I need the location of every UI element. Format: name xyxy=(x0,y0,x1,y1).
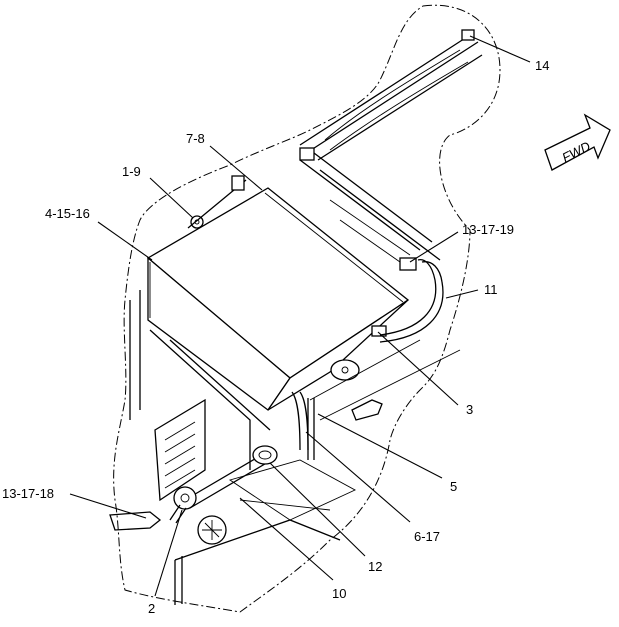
fitting-5 xyxy=(351,399,383,421)
valve-2-stem xyxy=(169,504,187,524)
right-rail xyxy=(299,149,441,261)
callout-12: 12 xyxy=(368,559,382,574)
leader-3 xyxy=(377,331,459,406)
leader-6-17 xyxy=(305,431,411,523)
forward-direction-arrow: FWD xyxy=(544,113,611,171)
leader-5 xyxy=(317,413,443,479)
coupling-12-inner xyxy=(258,450,272,460)
callout-13-17-19: 13-17-19 xyxy=(462,222,514,237)
hose-11-inner xyxy=(379,261,444,343)
valve-2-hub xyxy=(180,493,190,503)
callout-6-17: 6-17 xyxy=(414,529,440,544)
leader-7-8 xyxy=(209,145,263,191)
leader-4-15-16 xyxy=(97,221,153,261)
upper-rail xyxy=(299,34,483,161)
electronics-panel xyxy=(154,398,206,502)
cutaway-outline xyxy=(113,4,501,613)
connector-near-3 xyxy=(371,325,387,337)
gear-motor-spokes xyxy=(202,520,222,540)
leader-2 xyxy=(154,509,183,597)
leader-10 xyxy=(239,497,334,581)
left-fitting-13-17-18 xyxy=(109,511,162,531)
tube-5 xyxy=(307,398,315,460)
leader-12 xyxy=(269,462,366,557)
main-unit-edge xyxy=(149,192,404,318)
fwd-arrow-shape xyxy=(544,113,611,171)
leader-13-17-19 xyxy=(409,231,459,263)
lower-base xyxy=(174,519,341,605)
top-connector xyxy=(231,175,245,191)
right-rail-inner xyxy=(329,199,411,263)
callout-7-8: 7-8 xyxy=(186,131,205,146)
callout-4-15-16: 4-15-16 xyxy=(45,206,90,221)
callout-10: 10 xyxy=(332,586,346,601)
callout-1-9: 1-9 xyxy=(122,164,141,179)
leader-13-17-18 xyxy=(69,493,147,519)
clamp-fitting-1 xyxy=(190,215,204,229)
leader-11 xyxy=(445,289,479,299)
callout-2: 2 xyxy=(148,601,155,616)
round-plate-center xyxy=(341,366,349,374)
callout-14: 14 xyxy=(535,58,549,73)
coupling-12 xyxy=(252,445,278,465)
leader-14 xyxy=(469,35,531,63)
leader-1-9 xyxy=(149,177,194,219)
callout-13-17-18: 13-17-18 xyxy=(2,486,54,501)
callout-3: 3 xyxy=(466,402,473,417)
callout-labels: 14 7-8 1-9 4-15-16 13-17-19 11 3 5 6-17 … xyxy=(2,58,549,616)
callout-5: 5 xyxy=(450,479,457,494)
upper-rail-inner xyxy=(324,49,469,151)
upper-right-connector-14 xyxy=(461,29,475,41)
leader-lines xyxy=(69,35,531,597)
round-plate xyxy=(330,359,360,381)
callout-11: 11 xyxy=(484,282,498,297)
electronics-panel-detail xyxy=(164,421,196,489)
valve-2 xyxy=(173,486,197,510)
floor-line xyxy=(309,339,461,421)
lower-bracket xyxy=(129,290,271,470)
lower-plate xyxy=(228,459,357,521)
upper-connector xyxy=(299,147,315,161)
tube-6-17 xyxy=(291,391,309,451)
